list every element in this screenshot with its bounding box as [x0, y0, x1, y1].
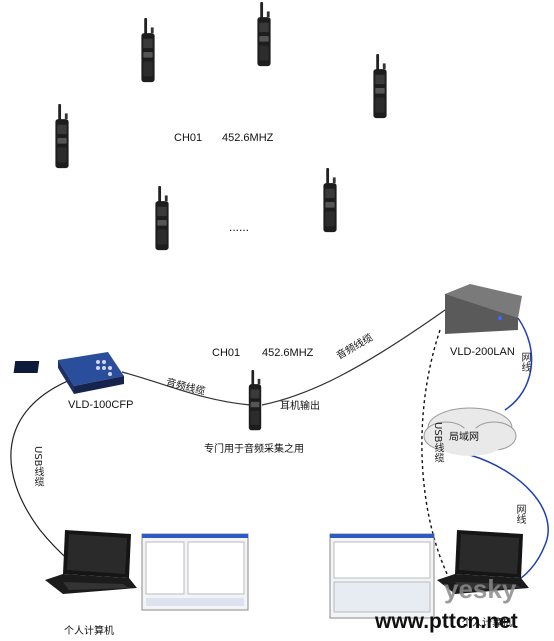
- net-cable-bottom: [469, 454, 549, 586]
- top-radio-3: [373, 54, 387, 119]
- top-channel-label: CH01: [174, 132, 203, 144]
- usb-cable-left-label: USB线缆: [32, 446, 43, 487]
- ellipsis-label: ......: [229, 220, 250, 234]
- usb-cable-right-label: USB线缆: [432, 422, 443, 463]
- software-window-left: [141, 533, 249, 611]
- vld-200lan-label: VLD-200LAN: [450, 346, 515, 358]
- vld-200lan-device: [445, 284, 522, 334]
- top-radio-2: [257, 2, 271, 67]
- vld-100cfp-device: [13, 352, 124, 394]
- top-radio-6: [323, 168, 337, 233]
- usb-cable-right: [421, 329, 451, 581]
- software-window-right: [329, 533, 435, 619]
- audio-cable-right: [261, 309, 446, 406]
- audio-cable-left: [121, 371, 251, 406]
- net-cable-bottom-label: 网线: [514, 504, 525, 524]
- earphone-output-label: 耳机输出: [280, 401, 320, 412]
- net-cable-top: [504, 317, 533, 411]
- top-radio-5: [155, 186, 169, 251]
- top-radio-4: [55, 104, 69, 169]
- middle-radio: [248, 370, 262, 431]
- lan-label: 局域网: [449, 432, 479, 443]
- middle-channel-label: CH01: [212, 347, 241, 359]
- watermark-site: www.pttcn.net: [375, 610, 518, 633]
- vld-100cfp-label: VLD-100CFP: [68, 399, 134, 411]
- top-radio-1: [141, 18, 155, 83]
- radio-caption: 专门用于音频采集之用: [204, 444, 304, 455]
- pc-right-label: 个人计算机: [462, 618, 512, 629]
- middle-frequency-label: 452.6MHZ: [262, 347, 314, 359]
- watermark-brand: yesky: [444, 574, 517, 604]
- pc-left-label: 个人计算机: [64, 626, 114, 637]
- top-frequency-label: 452.6MHZ: [222, 132, 274, 144]
- lan-cloud: [423, 407, 517, 456]
- laptop-left: [45, 530, 137, 594]
- net-cable-top-label: 网线: [519, 352, 530, 372]
